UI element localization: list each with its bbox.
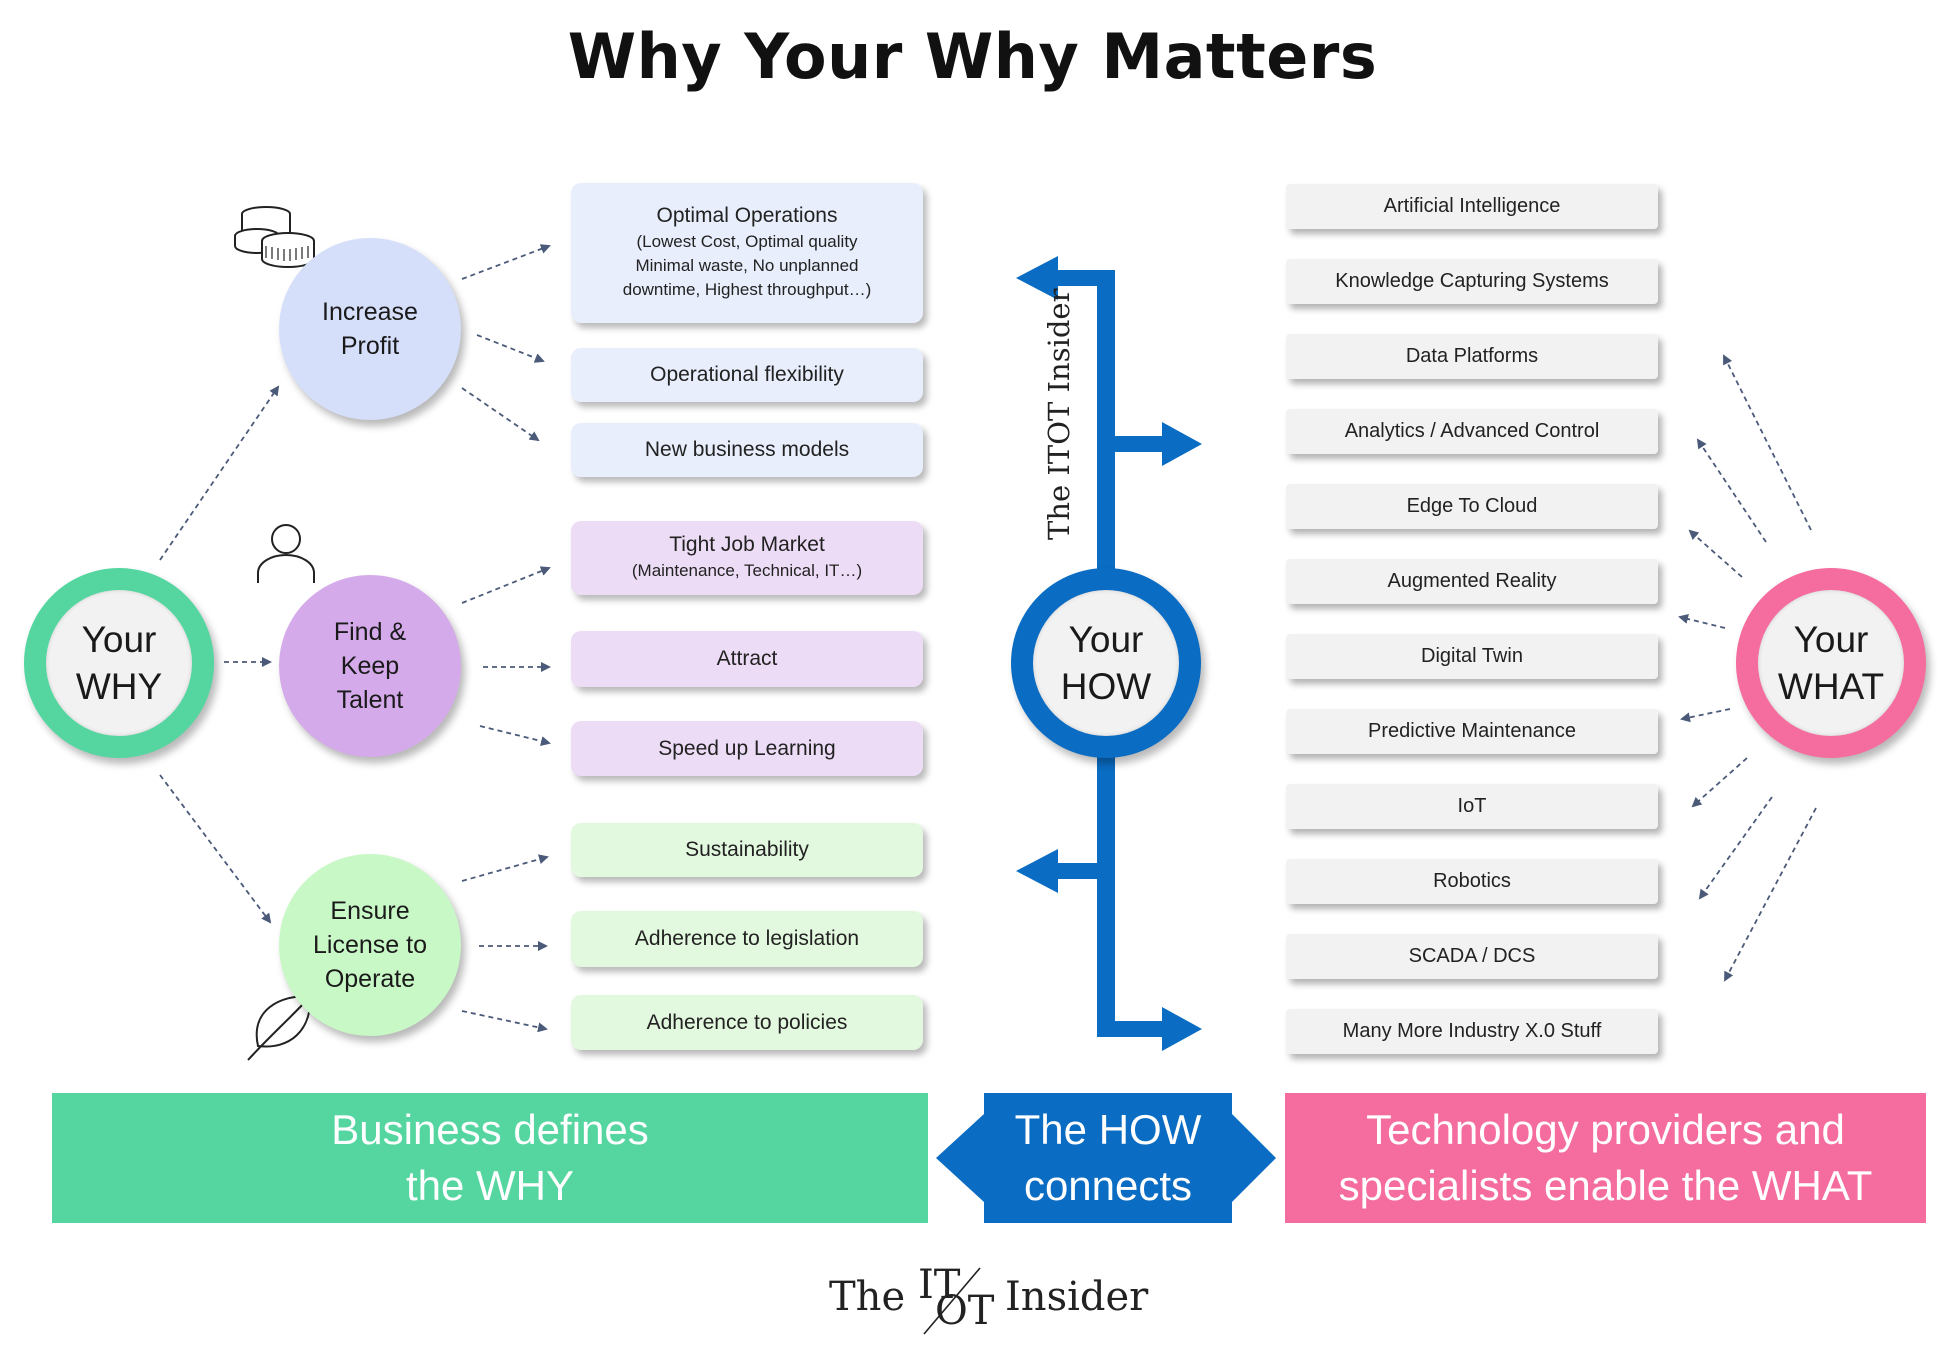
arrow-what-to-tech-3 [1688,529,1743,578]
arrow-license-to-item-3 [461,1010,548,1033]
footer-brand-insider: Insider [1005,1274,1149,1320]
tech-box: Data Platforms [1286,334,1658,379]
brand-ot: OT [1042,401,1076,445]
tech-box: Digital Twin [1286,634,1658,679]
person-icon [257,524,315,583]
arrow-what-to-tech-7 [1698,796,1773,900]
your-how-circle: Your HOW [1011,568,1201,758]
outcome-title: Adherence to legislation [634,927,860,950]
tech-box: Edge To Cloud [1286,484,1658,529]
your-why-label: Your WHY [46,590,192,736]
tech-label: Artificial Intelligence [1383,195,1561,217]
tech-label: SCADA / DCS [1408,945,1536,967]
tech-label: Digital Twin [1421,645,1523,667]
tech-label: Robotics [1433,870,1511,892]
outcome-title: Operational flexibility [650,363,844,386]
outcome-box-adherence-policies: Adherence to policies [571,995,923,1050]
goal-label: Increase Profit [322,298,418,360]
tech-box: Augmented Reality [1286,559,1658,604]
goal-label: Find & Keep Talent [333,618,407,714]
outcome-title: Tight Job Market [669,533,825,556]
outcome-title: New business models [644,438,850,461]
outcome-title: Adherence to policies [646,1010,848,1034]
outcome-title: Optimal Operations [656,204,838,227]
tech-label: Predictive Maintenance [1368,720,1576,742]
coins-icon [234,206,315,268]
brand-the: The [1042,484,1076,540]
arrow-what-to-tech-4 [1678,614,1726,629]
your-what-circle: Your WHAT [1736,568,1926,758]
tech-label: Analytics / Advanced Control [1344,420,1600,442]
banner-how: The HOW connects [1014,1106,1202,1209]
tech-box: Analytics / Advanced Control [1286,409,1658,454]
tech-box: Predictive Maintenance [1286,709,1658,754]
outcome-detail: (Lowest Cost, Optimal quality Minimal wa… [622,232,872,299]
outcome-box-adherence-legislation: Adherence to legislation [571,911,923,967]
arrow-what-to-tech-8 [1724,807,1817,982]
your-how-label: Your HOW [1033,590,1179,736]
arrow-what-to-tech-1 [1723,354,1812,531]
footer-brand-slash [923,1267,981,1335]
footer-brand-ot: OT [935,1288,995,1334]
your-what-label: Your WHAT [1758,590,1904,736]
tech-box: Artificial Intelligence [1286,184,1658,229]
arrow-what-to-tech-6 [1691,757,1748,808]
brand-it: IT [1042,444,1076,476]
outcome-box-attract: Attract [571,631,923,687]
arrow-profit-to-item-1 [461,244,551,280]
leaf-icon [247,994,312,1061]
tech-box: Knowledge Capturing Systems [1286,259,1658,304]
arrow-what-to-tech-5 [1680,708,1731,723]
arrow-why-to-profit [159,385,280,561]
outcome-box-tight-job-market: Tight Job Market (Maintenance, Technical… [571,521,923,595]
arrow-profit-to-item-3 [461,387,540,442]
tech-box: SCADA / DCS [1286,934,1658,979]
page-title: Why Your Why Matters [567,20,1378,93]
outcome-detail: (Maintenance, Technical, IT…) [631,561,863,580]
goal-license-to-operate: Ensure License to Operate [279,854,461,1036]
outcome-box-speed-up-learning: Speed up Learning [571,721,923,776]
outcome-box-operational-flexibility: Operational flexibility [571,348,923,402]
tech-label: Edge To Cloud [1406,495,1538,517]
tech-label: Augmented Reality [1387,570,1557,592]
outcome-title: Attract [716,647,778,670]
how-banner-shape [936,1093,1276,1223]
goal-find-keep-talent: Find & Keep Talent [279,575,461,757]
arrow-what-to-tech-2 [1696,438,1767,543]
tech-label: Many More Industry X.0 Stuff [1342,1020,1602,1042]
banner-why: Business defines the WHY [52,1093,928,1223]
arrow-profit-to-item-2 [476,334,545,363]
brand-insider: Insider [1042,288,1076,393]
tech-box: Robotics [1286,859,1658,904]
tech-box: IoT [1286,784,1658,829]
tech-label: Knowledge Capturing Systems [1335,270,1609,292]
arrow-license-to-item-1 [461,854,549,882]
tech-box: Many More Industry X.0 Stuff [1286,1009,1658,1054]
arrow-talent-to-item-3 [479,725,551,746]
arrow-why-to-license [159,774,272,924]
outcome-box-sustainability: Sustainability [571,823,923,877]
your-why-circle: Your WHY [24,568,214,758]
outcome-box-new-business-models: New business models [571,423,923,477]
footer-brand-the: The [829,1274,906,1320]
tech-label: IoT [1457,795,1487,817]
outcome-title: Sustainability [685,838,809,861]
banner-what: Technology providers and specialists ena… [1285,1093,1926,1223]
goal-label: Ensure License to Operate [313,897,427,993]
outcome-title: Speed up Learning [658,736,836,760]
outcome-box-optimal-operations: Optimal Operations (Lowest Cost, Optimal… [571,183,923,323]
tech-label: Data Platforms [1405,345,1539,367]
arrow-talent-to-item-1 [461,566,551,604]
goal-increase-profit: Increase Profit [279,238,461,420]
